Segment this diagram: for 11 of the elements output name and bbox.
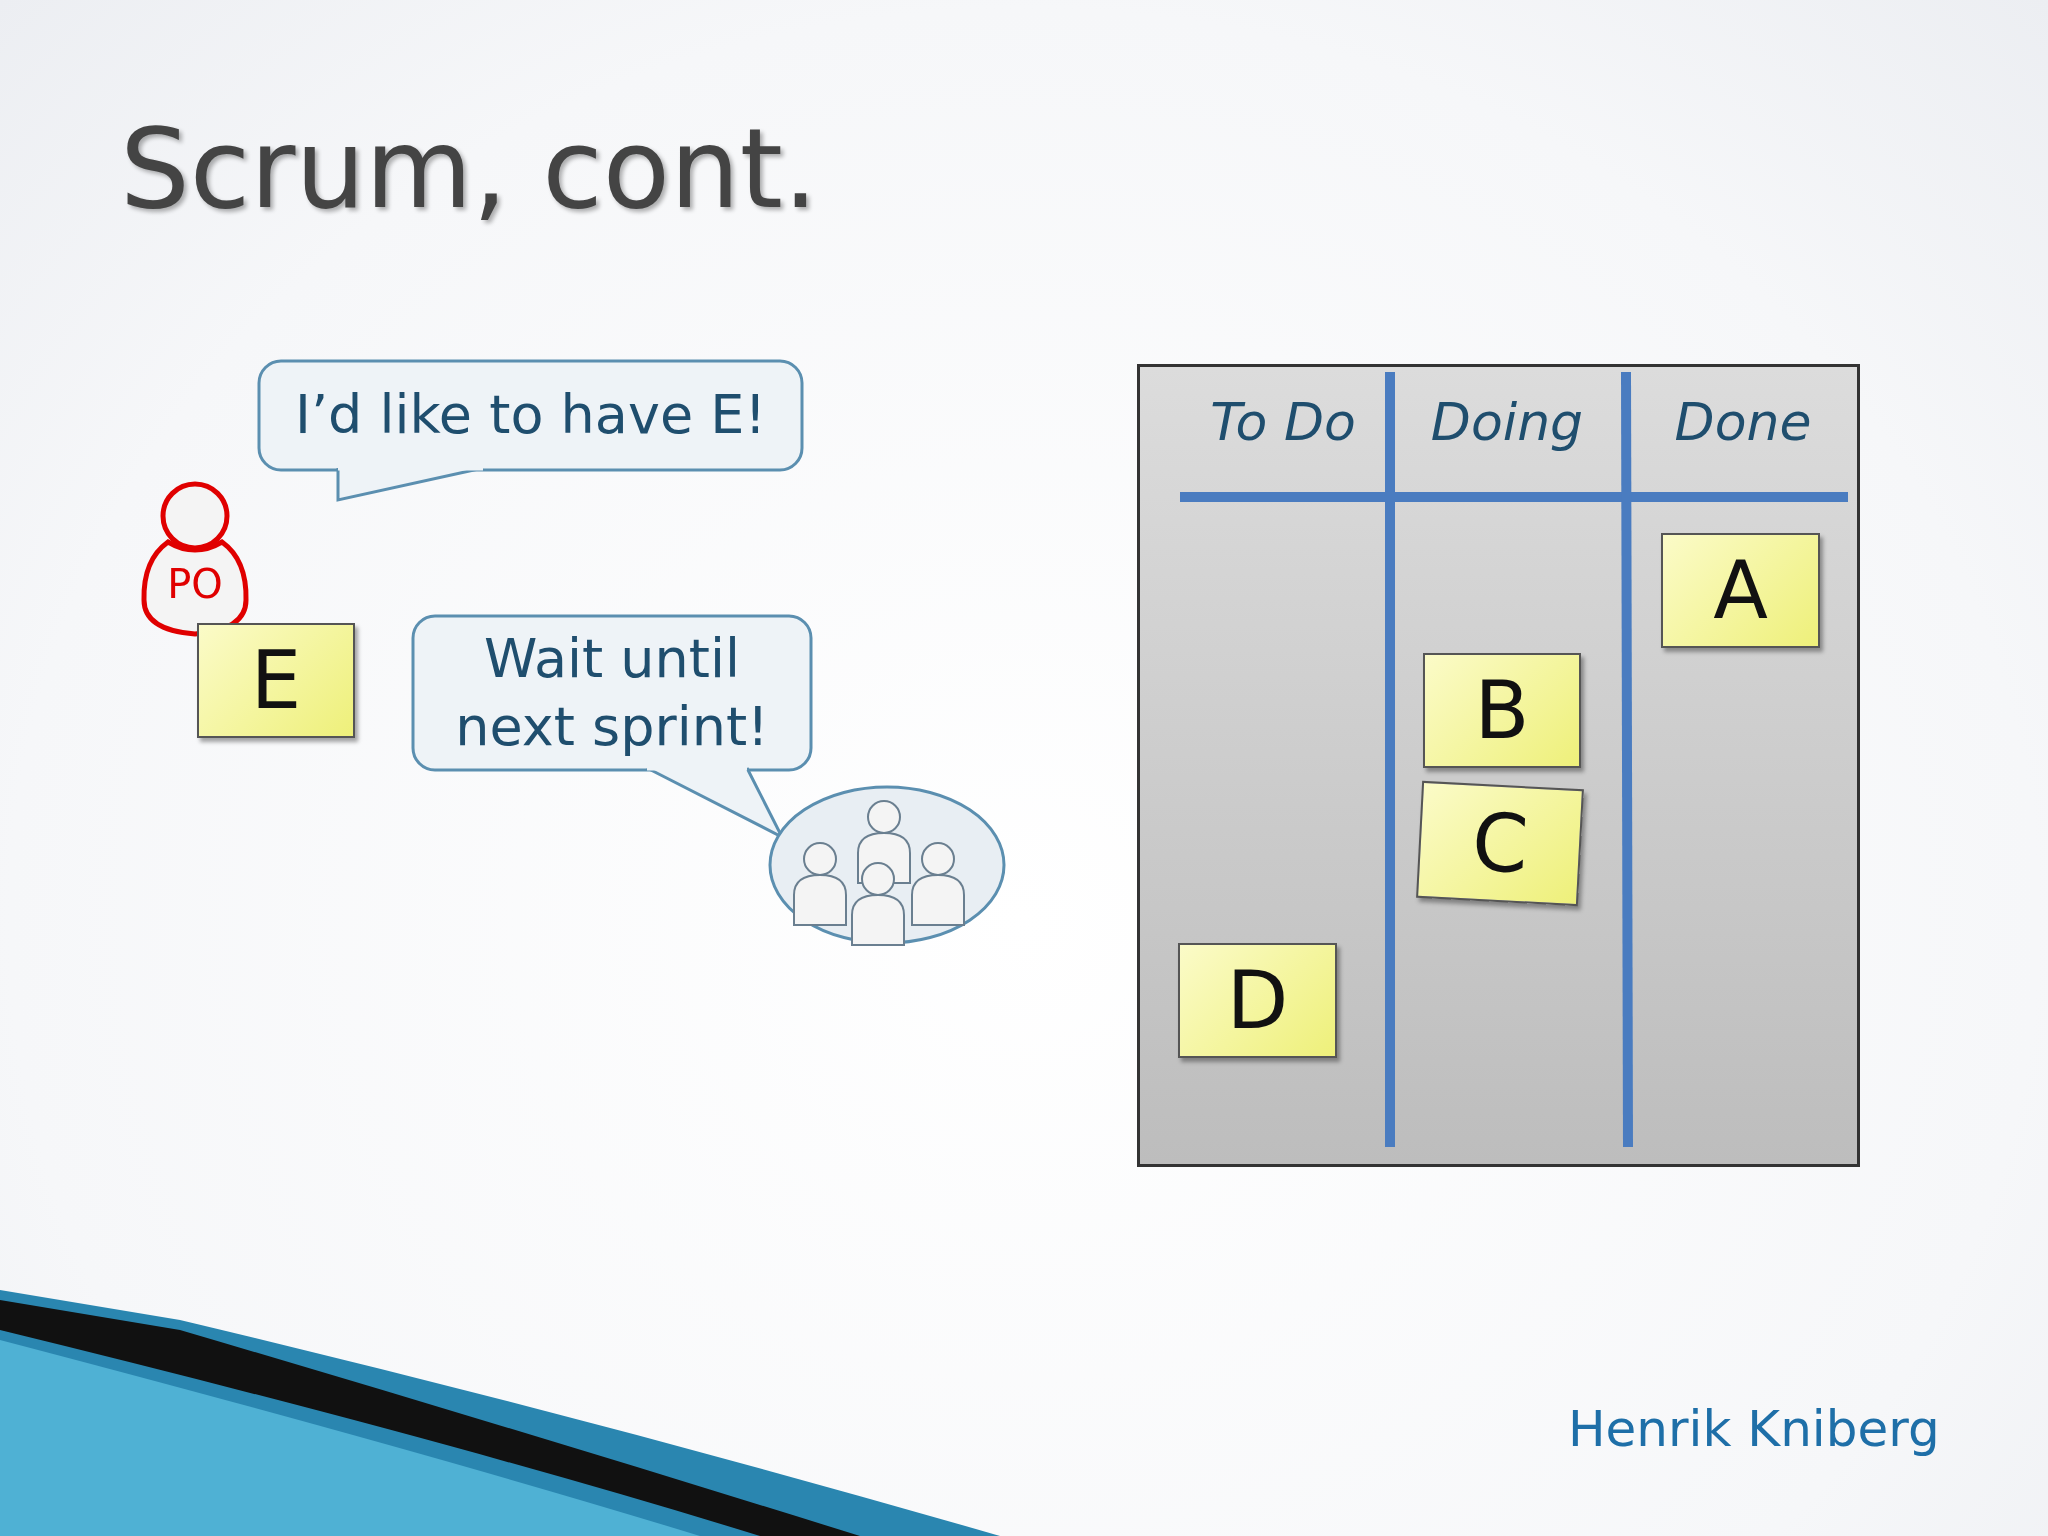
sticky-note: E <box>197 623 355 738</box>
sticky-note: C <box>1416 780 1584 907</box>
team-icon <box>768 785 1006 945</box>
sticky-note: A <box>1661 533 1820 648</box>
sticky-note: B <box>1423 653 1581 768</box>
column-heading: To Do <box>1209 391 1357 454</box>
author-name: Henrik Kniberg <box>1568 1400 1940 1458</box>
sticky-note: D <box>1178 943 1337 1058</box>
column-heading: Done <box>1673 391 1813 454</box>
column-heading: Doing <box>1429 391 1585 454</box>
slide-title: Scrum, cont. <box>120 105 818 233</box>
